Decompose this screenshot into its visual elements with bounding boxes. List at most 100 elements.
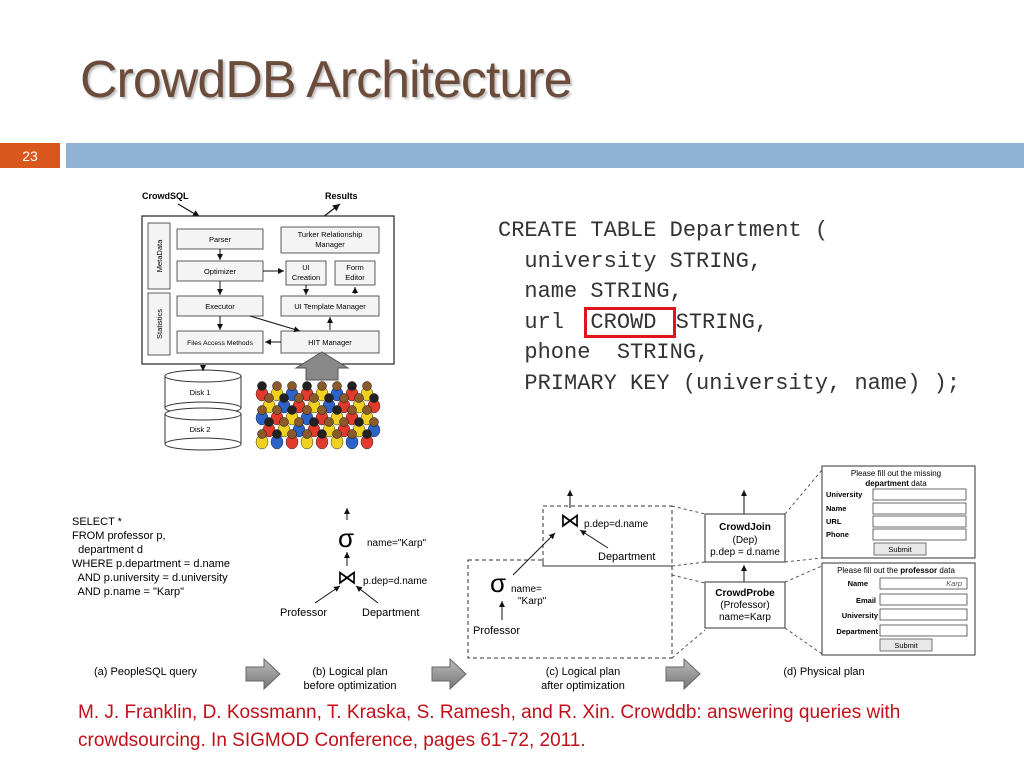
caption-c-2: after optimization [541,680,625,692]
caption-a: (a) PeopleSQL query [94,666,197,678]
turker-box [280,226,380,254]
statistics-label: Statistics [155,309,164,339]
join-form-connector-1 [784,469,823,515]
citation: M. J. Franklin, D. Kossmann, T. Kraska, … [78,702,901,751]
plan-c-dept-arrow [579,529,609,549]
prof-form-label-email: Email [856,596,876,605]
caption-c-1: (c) Logical plan [546,666,621,678]
plan-b-sigma-condition: name="Karp" [367,538,427,549]
crowd-up-arrow-icon [294,351,350,381]
person-head [347,381,357,391]
person-head [294,393,304,403]
plan-c-sigma-condition-2: "Karp" [518,596,547,607]
person-head [354,417,364,427]
person-head [309,393,319,403]
plan-c-d-connector-4 [671,629,706,659]
step-arrow-2-icon [431,657,467,691]
dept-form-label-university: University [826,490,863,499]
hit-manager-label: HIT Manager [308,338,352,347]
person-head [279,393,289,403]
dept-form-input-phone[interactable] [872,528,967,541]
person-head [257,429,267,439]
form-editor-label-2: Editor [345,273,365,282]
sql-line-6: PRIMARY KEY (university, name) ); [498,370,961,396]
person-head [257,405,267,415]
crowdjoin-sub-1: (Dep) [732,535,757,546]
person-head [339,417,349,427]
metadata-box [147,222,171,290]
query-line-5: AND p.university = d.university [72,572,228,584]
plan-c-department: Department [598,551,655,563]
person-head [324,393,334,403]
ui-template-box [280,295,380,317]
prof-form-input-name[interactable] [879,577,968,590]
header-bar [66,143,1024,168]
plan-c-join: ⋈ [560,510,580,532]
dept-form-label-name: Name [826,504,846,513]
professor-form: Please fill out the professor data Name … [821,562,976,656]
plan-c-sigma-condition-1: name= [511,584,542,595]
person-head [339,393,349,403]
crowdprobe-box [704,581,786,629]
plan-b-professor: Professor [280,607,327,619]
sql-line-4-prefix: url [498,309,591,335]
crowdsql-arrow [177,203,201,218]
sql-line-1: CREATE TABLE Department ( [498,218,829,243]
plan-b-department: Department [362,607,419,619]
dept-form-input-url[interactable] [872,515,967,528]
person-head [362,405,372,415]
plan-c-d-connector-3 [671,574,706,584]
plan-c-sigma-join-arrow [512,532,556,576]
executor-hit-arrow [249,315,301,333]
person-head [287,405,297,415]
plan-b-prof-arrow [314,585,341,604]
person-head [332,429,342,439]
step-arrow-3-icon [665,657,701,691]
metadata-label: MetaData [155,239,164,272]
person-head [264,393,274,403]
person-head [347,405,357,415]
dept-form-input-university[interactable] [872,488,967,501]
prof-form-submit-button[interactable] [879,638,933,652]
form-editor-label-1: Form [346,263,364,272]
disk-2-icon [164,407,242,451]
form-editor-box [334,260,376,286]
crowdprobe-sub-2: name=Karp [719,612,771,623]
crowdjoin-label: CrowdJoin [719,522,771,533]
department-form-heading-1: Please fill out the missing [851,469,941,478]
crowd-keyword-highlight: CROWD [584,306,676,338]
person-head [324,417,334,427]
dept-form-input-name[interactable] [872,502,967,515]
prof-form-input-university[interactable] [879,608,968,621]
create-table-sql: CREATE TABLE Department ( university STR… [498,216,960,399]
statistics-box [147,292,171,356]
person-head [369,417,379,427]
query-line-3: department d [72,544,143,556]
slide-number: 23 [0,143,60,168]
ui-creation-box [285,260,327,286]
person-head [317,381,327,391]
person-head [279,417,289,427]
logical-plan-after: ⋈ p.dep=d.name Department σ name= "Karp"… [467,490,706,659]
prof-form-input-email[interactable] [879,593,968,606]
prof-form-label-department: Department [836,627,878,636]
plan-b-sigma: σ [338,523,354,553]
person-head [347,429,357,439]
physical-plan: CrowdJoin (Dep) p.dep = d.name CrowdProb… [704,469,823,655]
query-line-6: AND p.name = "Karp" [72,586,184,598]
crowdjoin-sub-2: p.dep = d.name [710,547,780,558]
disk-1-label: Disk 1 [190,388,211,397]
crowdprobe-sub-1: (Professor) [720,600,769,611]
probe-form-connector-1 [784,565,823,583]
prof-form-label-university: University [842,611,879,620]
prof-form-input-department[interactable] [879,624,968,637]
files-access-label: Files Access Methods [187,340,253,347]
person-head [332,381,342,391]
sql-line-2: university STRING, [498,248,763,274]
prof-form-submit-label: Submit [894,641,918,650]
person-head [354,393,364,403]
plan-b-dept-arrow [355,585,379,604]
person-head [302,429,312,439]
dept-form-submit-button[interactable] [873,542,927,556]
